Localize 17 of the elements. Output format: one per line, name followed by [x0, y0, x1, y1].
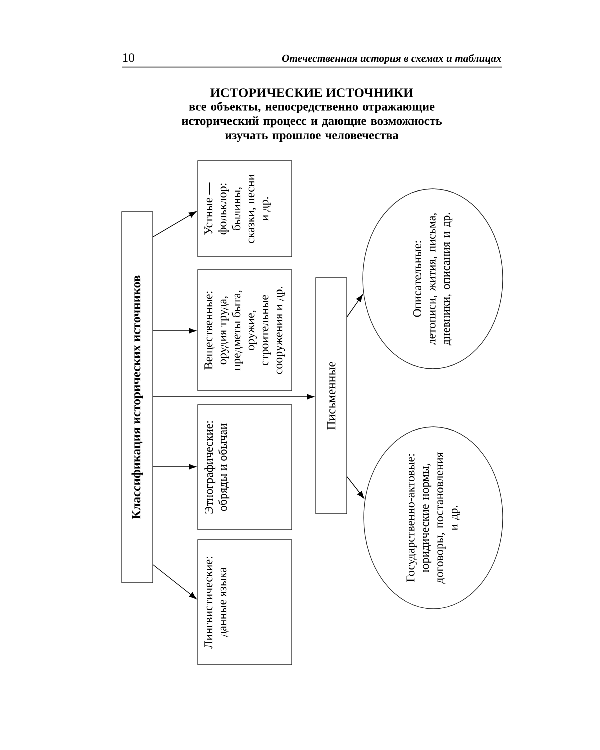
- category-box: Устные — фольклор: былины, сказки, песни и др.: [198, 160, 292, 258]
- arrow: [152, 328, 196, 334]
- heading-box: Классификация исторических источников: [122, 212, 154, 584]
- category-box: Лингвистические: данные языка: [198, 540, 292, 666]
- category-box: Этнографические: обряды и обычаи: [198, 404, 292, 530]
- subtitle: все объекты, непосредственно отражающие исторический процесс и дающие возможность изучать прошлое человечества: [182, 102, 442, 142]
- category-box: Письменные: [316, 278, 348, 514]
- category-box: Вещественные: орудия труда, предметы быта, оружие, строительные сооружения и др.: [198, 270, 292, 392]
- title: ИСТОРИЧЕСКИЕ ИСТОЧНИКИ: [210, 88, 414, 98]
- arrow: [152, 464, 196, 470]
- running-head: Отечественная история в схемах и таблицах: [282, 54, 502, 64]
- page-number: 10: [123, 54, 134, 62]
- arrow: [152, 564, 197, 600]
- arrow: [346, 476, 364, 499]
- arrow: [346, 294, 364, 318]
- arrow: [152, 394, 314, 400]
- arrow: [152, 211, 197, 238]
